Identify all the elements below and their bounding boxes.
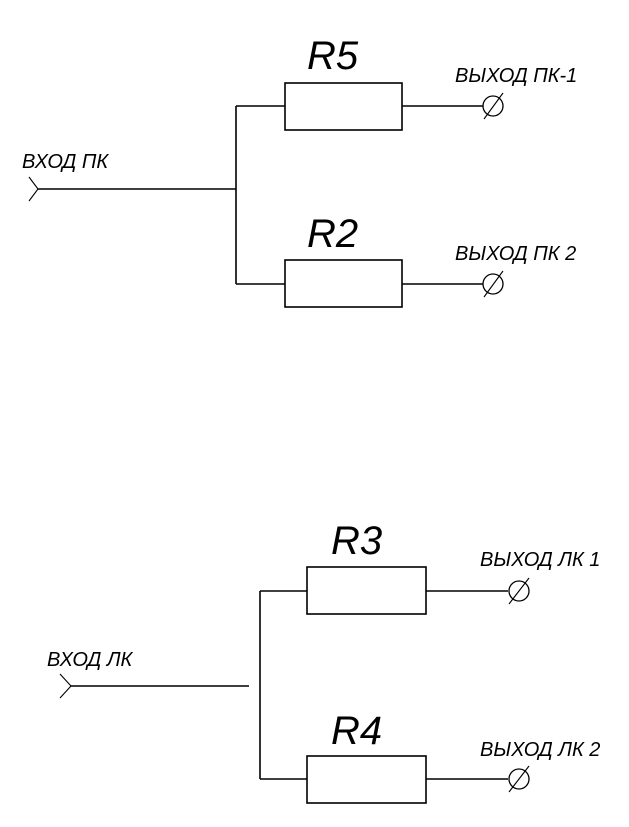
output-label: ВЫХОД ПК 2 [455, 243, 576, 265]
output-label: ВЫХОД ПК-1 [455, 65, 577, 87]
input-label-pk: ВХОД ПК [22, 151, 109, 173]
terminal-slash [483, 270, 504, 298]
terminal-slash [508, 765, 530, 793]
resistor-r3 [306, 566, 427, 615]
circuit-pk: ВХОД ПК R5 ВЫХОД ПК-1 R2 ВЫХОД ПК 2 [22, 34, 577, 308]
resistor-label: R5 [307, 34, 359, 78]
branch-r5: R5 ВЫХОД ПК-1 [236, 34, 577, 131]
input-arrow-icon [59, 673, 72, 699]
input-arrow-icon [28, 176, 39, 202]
terminal-slash [508, 577, 530, 605]
branch-r3: R3 ВЫХОД ЛК 1 [260, 519, 600, 615]
resistor-r2 [284, 259, 403, 308]
terminal-slash [483, 92, 504, 120]
branch-r2: R2 ВЫХОД ПК 2 [236, 212, 576, 308]
output-label: ВЫХОД ЛК 1 [480, 549, 600, 571]
resistor-r5 [284, 82, 403, 131]
output-label: ВЫХОД ЛК 2 [480, 739, 600, 761]
input-label-lk: ВХОД ЛК [47, 649, 134, 671]
resistor-r4 [306, 755, 427, 804]
branch-r4: R4 ВЫХОД ЛК 2 [260, 709, 600, 804]
resistor-label: R2 [307, 212, 358, 256]
circuit-lk: ВХОД ЛК R3 ВЫХОД ЛК 1 R4 ВЫХОД ЛК 2 [47, 519, 600, 804]
resistor-label: R4 [331, 709, 382, 753]
resistor-label: R3 [331, 519, 382, 563]
